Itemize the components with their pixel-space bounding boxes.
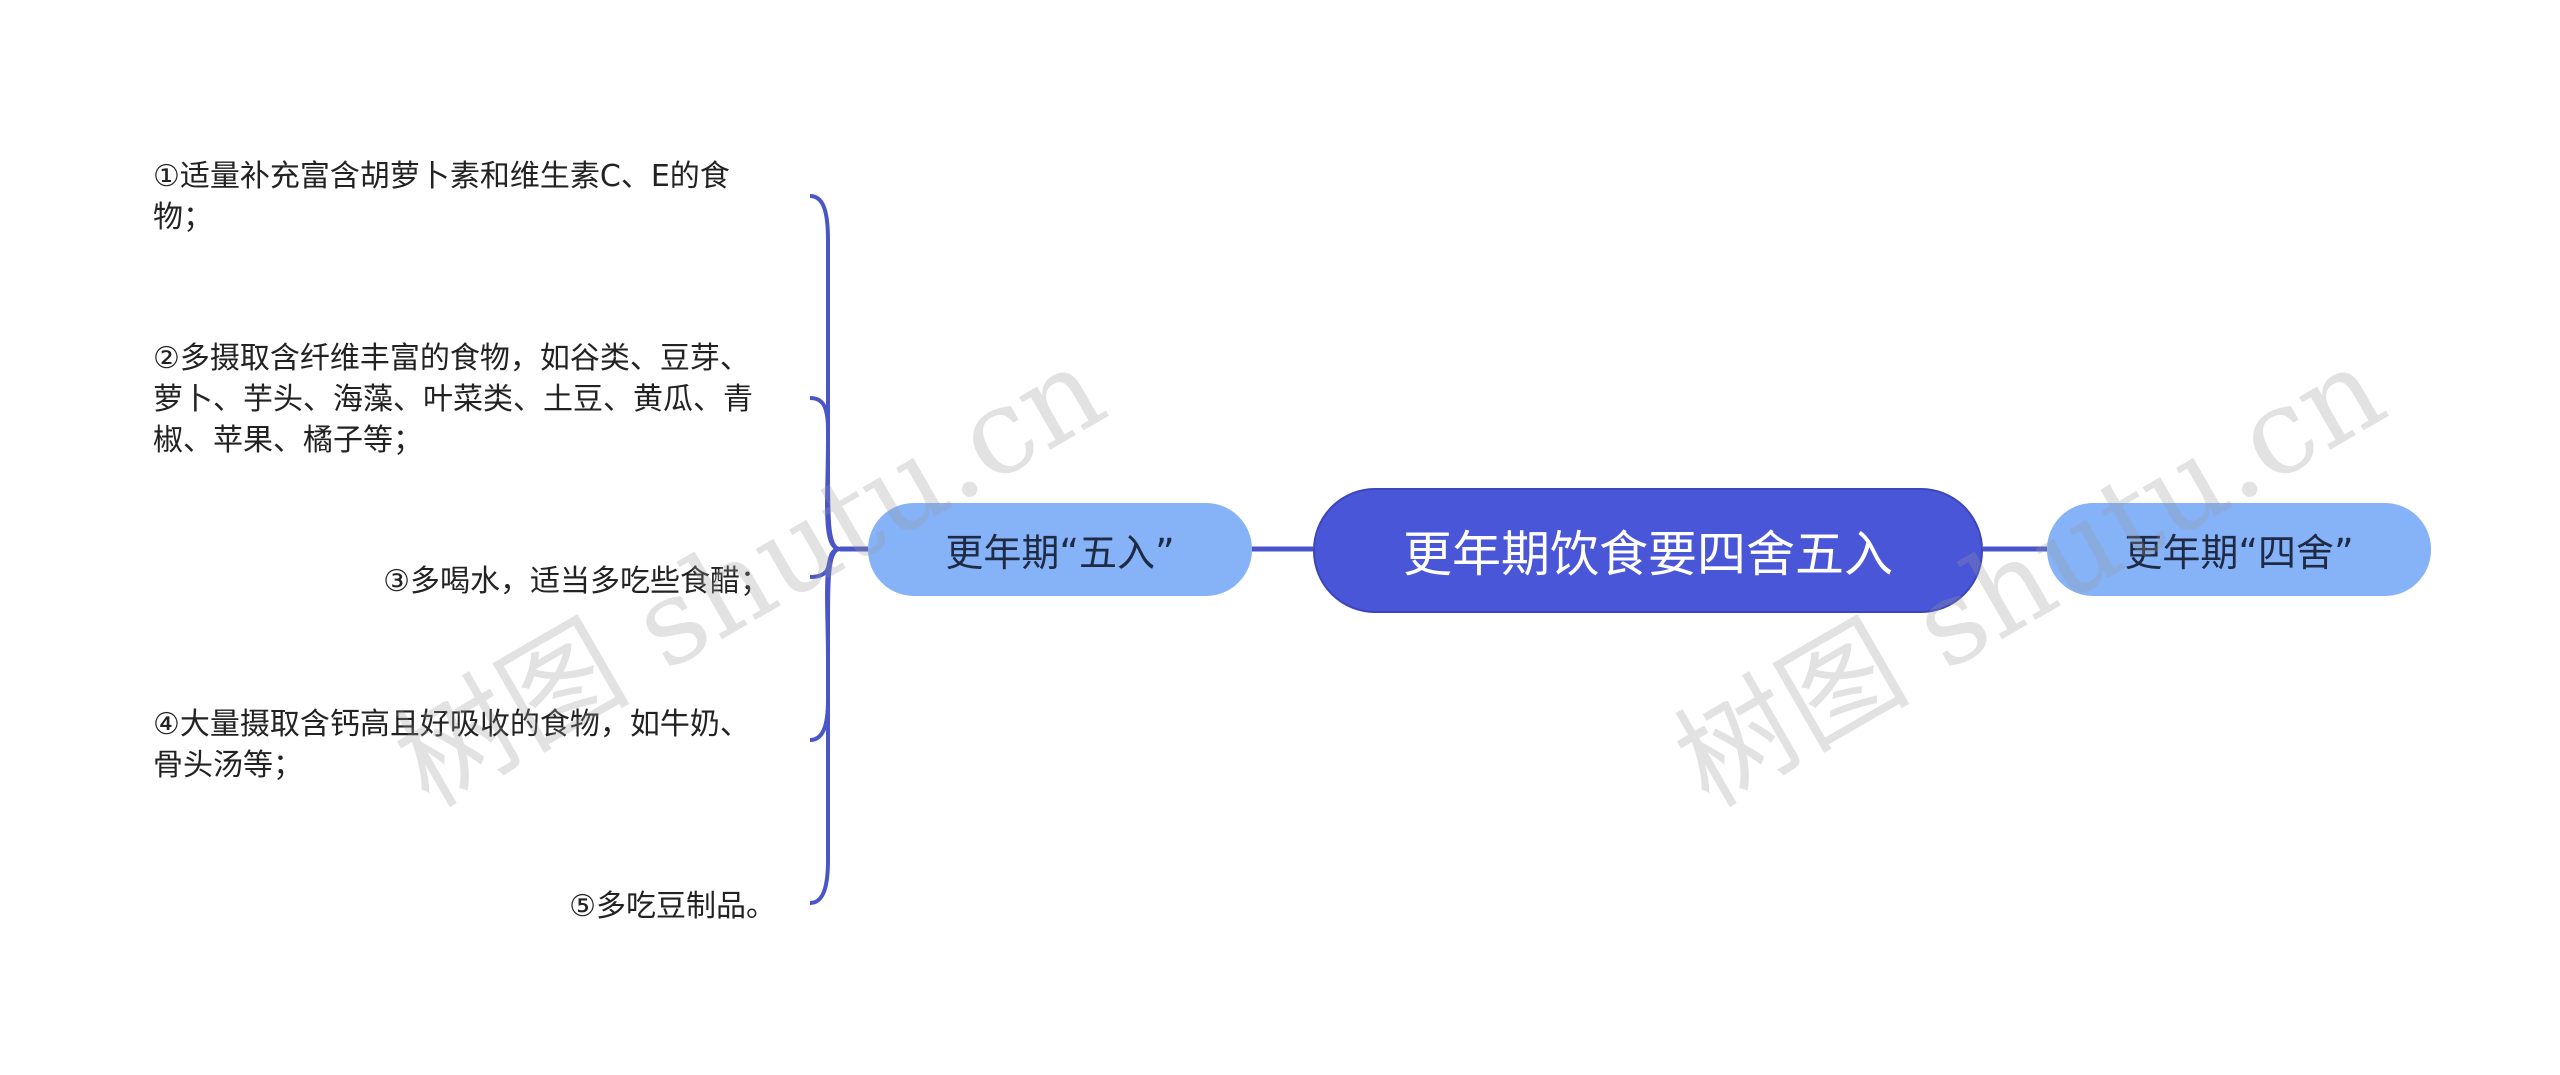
bracket-leaf-5 [809,547,841,905]
leaf-5[interactable]: ⑤多吃豆制品。 [569,886,776,927]
leaf-1-line-1: ①适量补充富含胡萝卜素和维生素C、E的食 [153,159,730,194]
leaf-5-line-1: ⑤多吃豆制品。 [569,889,776,924]
bracket-leaf-1 [809,194,841,551]
bracket-leaf-2 [809,396,841,551]
leaf-2-line-3: 椒、苹果、橘子等； [153,423,423,458]
leaf-2-line-2: 萝卜、芋头、海藻、叶菜类、土豆、黄瓜、青 [153,382,753,417]
root-node[interactable]: 更年期饮食要四舍五入 [1313,488,1983,613]
leaf-4-line-2: 骨头汤等； [153,748,303,783]
leaf-3-line-1: ③多喝水，适当多吃些食醋； [383,564,770,599]
branch-si-she[interactable]: 更年期“四舍” [2047,503,2431,596]
leaf-4-line-1: ④大量摄取含钙高且好吸收的食物，如牛奶、 [153,707,750,742]
leaf-1[interactable]: ①适量补充富含胡萝卜素和维生素C、E的食 物； [153,156,730,238]
leaf-3[interactable]: ③多喝水，适当多吃些食醋； [383,561,770,602]
branch-wu-ru[interactable]: 更年期“五入” [868,503,1252,596]
leaf-1-line-2: 物； [153,200,213,235]
leaf-2-line-1: ②多摄取含纤维丰富的食物，如谷类、豆芽、 [153,341,750,376]
leaf-4[interactable]: ④大量摄取含钙高且好吸收的食物，如牛奶、 骨头汤等； [153,704,750,786]
leaf-2[interactable]: ②多摄取含纤维丰富的食物，如谷类、豆芽、 萝卜、芋头、海藻、叶菜类、土豆、黄瓜、… [153,338,753,461]
